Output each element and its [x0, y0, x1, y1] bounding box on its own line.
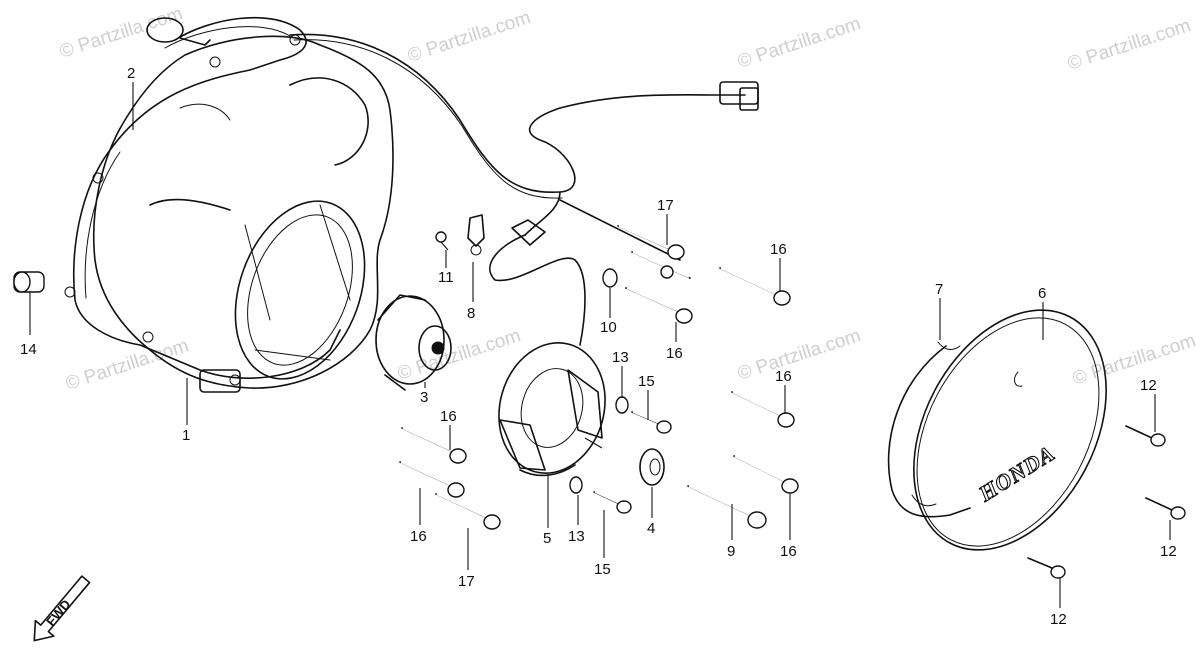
generator-cover-part-6: HONDA — [913, 309, 1107, 551]
callout-16-top-right: 16 — [770, 241, 787, 258]
callout-16-right-mid: 16 — [775, 368, 792, 385]
callout-13-lower: 13 — [568, 528, 585, 545]
washer-part-13-upper — [615, 396, 629, 414]
callout-12-upper: 12 — [1140, 377, 1157, 394]
watermark: © Partzilla.com — [735, 325, 863, 385]
callout-16-lower-right: 16 — [780, 543, 797, 560]
callout-3: 3 — [420, 389, 428, 406]
callout-13-upper: 13 — [612, 349, 629, 366]
dowel-pin-part-14 — [13, 271, 45, 293]
callout-15-lower: 15 — [594, 561, 611, 578]
bolts — [399, 224, 1186, 579]
left-crankcase-cover-part-1 — [64, 17, 394, 393]
callout-8: 8 — [467, 305, 475, 322]
watermark: © Partzilla.com — [57, 3, 185, 63]
callout-7: 7 — [935, 281, 943, 298]
forward-label: FWD — [43, 597, 74, 629]
watermark: © Partzilla.com — [395, 325, 523, 385]
callout-12-right: 12 — [1160, 543, 1177, 560]
leader-lines — [29, 82, 1171, 608]
callout-12-bottom: 12 — [1050, 611, 1067, 628]
washer-part-13-lower — [569, 476, 583, 494]
brand-logo-text: HONDA — [974, 440, 1060, 506]
screw-part-11 — [435, 231, 449, 251]
callout-14: 14 — [20, 341, 37, 358]
washer-part-10 — [602, 268, 618, 288]
wiring-harness — [289, 33, 746, 193]
callout-17-lower: 17 — [458, 573, 475, 590]
callout-1: 1 — [182, 427, 190, 444]
oil-seal-part-4 — [639, 448, 665, 486]
watermark: © Partzilla.com — [405, 7, 533, 67]
watermark: © Partzilla.com — [735, 13, 863, 73]
cover-gasket-part-7 — [887, 341, 971, 518]
watermark: © Partzilla.com — [1065, 15, 1193, 75]
callout-11: 11 — [438, 269, 454, 286]
rotor-part-3 — [375, 294, 452, 391]
stator-part-5 — [498, 342, 606, 477]
callout-6: 6 — [1038, 285, 1046, 302]
callout-16-left-lower: 16 — [410, 528, 427, 545]
callout-10: 10 — [600, 319, 617, 336]
callout-16-mid: 16 — [666, 345, 683, 362]
watermark: © Partzilla.com — [1070, 330, 1198, 390]
callout-2: 2 — [127, 65, 135, 82]
callout-numbers: 2 1 14 3 11 8 17 10 16 16 13 15 16 16 16… — [20, 65, 1177, 628]
clamp-part-8 — [467, 214, 485, 256]
watermarks: © Partzilla.com © Partzilla.com © Partzi… — [57, 3, 1198, 395]
callout-5: 5 — [543, 530, 551, 547]
callout-9: 9 — [727, 543, 735, 560]
forward-arrow-icon — [33, 575, 91, 642]
callout-15-upper: 15 — [638, 373, 655, 390]
callout-16-left-upper: 16 — [440, 408, 457, 425]
callout-17-upper: 17 — [657, 197, 674, 214]
gasket-part-2 — [72, 16, 341, 379]
callout-4: 4 — [647, 520, 655, 537]
forward-arrow: FWD — [33, 575, 91, 642]
